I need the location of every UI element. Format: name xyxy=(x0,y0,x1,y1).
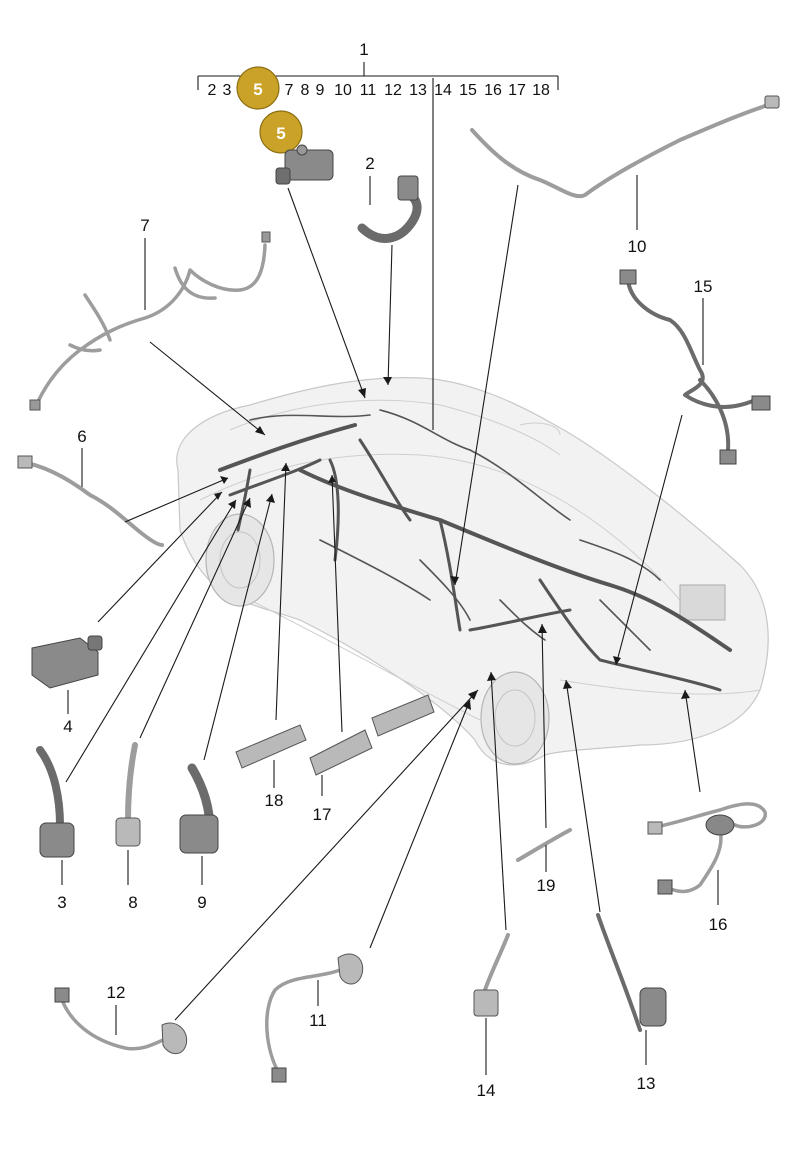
part-6-shape xyxy=(18,460,164,547)
index-highlight-badge[interactable] xyxy=(236,66,280,110)
part-18-label: 18 xyxy=(265,791,284,810)
part-6[interactable]: 6 xyxy=(17,427,164,547)
part-5-label: 5 xyxy=(276,124,285,143)
part-7[interactable]: 7 xyxy=(29,216,271,411)
part-8[interactable]: 8 xyxy=(115,742,141,912)
part-19[interactable]: 19 xyxy=(516,828,572,895)
part-3-label: 3 xyxy=(57,893,66,912)
index-item-12[interactable]: 12 xyxy=(384,82,402,99)
part-5-shape xyxy=(284,149,334,181)
index-item-11[interactable]: 11 xyxy=(360,82,377,99)
part-12[interactable]: 12 xyxy=(54,983,188,1055)
part-4-label: 4 xyxy=(63,717,72,736)
leader-arrows xyxy=(65,78,701,1021)
index-item-7[interactable]: 7 xyxy=(285,82,294,99)
part-11[interactable]: 11 xyxy=(265,953,364,1083)
part-15-shape xyxy=(626,278,767,452)
part-9-label: 9 xyxy=(197,893,206,912)
part-6-label: 6 xyxy=(77,427,86,446)
part-8-label: 8 xyxy=(128,893,137,912)
part-10-label: 10 xyxy=(628,237,647,256)
part-12-shape xyxy=(60,998,177,1051)
index-item-16[interactable]: 16 xyxy=(484,82,502,99)
index-bar: 1 2 3 5 7 8 9 10 11 12 13 14 15 16 17 18 xyxy=(197,40,559,110)
part-3-shape xyxy=(36,746,64,829)
index-item-9[interactable]: 9 xyxy=(316,82,325,99)
part-18-shape xyxy=(235,724,307,769)
part-19-label: 19 xyxy=(537,876,556,895)
part-13-shape xyxy=(596,913,642,1032)
part-13[interactable]: 13 xyxy=(596,913,667,1093)
index-item-2[interactable]: 2 xyxy=(208,82,217,99)
part-2-label: 2 xyxy=(365,154,374,173)
index-bar-title: 1 xyxy=(359,40,368,59)
part-5[interactable]: 5 xyxy=(259,110,334,185)
part-17-label: 17 xyxy=(313,805,332,824)
arrow-heads xyxy=(214,377,690,710)
part-7-shape xyxy=(33,243,267,410)
index-item-17[interactable]: 17 xyxy=(508,82,526,99)
part-9[interactable]: 9 xyxy=(179,763,219,912)
car-illustration xyxy=(176,377,769,766)
part-13-label: 13 xyxy=(637,1074,656,1093)
part-17-shape xyxy=(309,729,373,776)
part-10-shape xyxy=(470,101,777,199)
part-10[interactable]: 10 xyxy=(470,95,780,256)
index-item-18[interactable]: 18 xyxy=(532,82,550,99)
part-2[interactable]: 2 xyxy=(357,154,422,243)
part-3[interactable]: 3 xyxy=(36,746,75,912)
part-15-label: 15 xyxy=(694,277,713,296)
index-item-10[interactable]: 10 xyxy=(334,82,352,99)
part-16-label: 16 xyxy=(709,915,728,934)
part-14-shape xyxy=(483,933,510,992)
index-item-5[interactable]: 5 xyxy=(253,80,262,99)
part-11-shape xyxy=(265,968,342,1077)
index-item-14[interactable]: 14 xyxy=(434,82,452,99)
index-item-8[interactable]: 8 xyxy=(301,82,310,99)
car-main-harness xyxy=(218,423,732,652)
index-item-13[interactable]: 13 xyxy=(409,82,427,99)
part-19-shape xyxy=(516,828,572,862)
part-12-label: 12 xyxy=(107,983,126,1002)
car-engine-block xyxy=(679,584,726,621)
part-14-label: 14 xyxy=(477,1081,496,1100)
part-11-label: 11 xyxy=(309,1011,327,1030)
part-14[interactable]: 14 xyxy=(473,933,510,1100)
part-16[interactable]: 16 xyxy=(647,802,767,934)
part-15[interactable]: 15 xyxy=(619,269,771,465)
part-17[interactable]: 17 xyxy=(309,694,435,824)
part-2-shape xyxy=(357,190,422,243)
part-5-badge[interactable] xyxy=(259,110,303,154)
part-8-shape xyxy=(125,742,138,823)
index-item-3[interactable]: 3 xyxy=(223,82,232,99)
part-4[interactable]: 4 xyxy=(31,635,103,736)
part-7-label: 7 xyxy=(140,216,149,235)
index-item-15[interactable]: 15 xyxy=(459,82,477,99)
car-rear-wheel xyxy=(480,671,550,765)
part-18[interactable]: 18 xyxy=(235,724,307,810)
part-4-shape xyxy=(31,637,99,689)
part-16-shape xyxy=(650,802,767,894)
